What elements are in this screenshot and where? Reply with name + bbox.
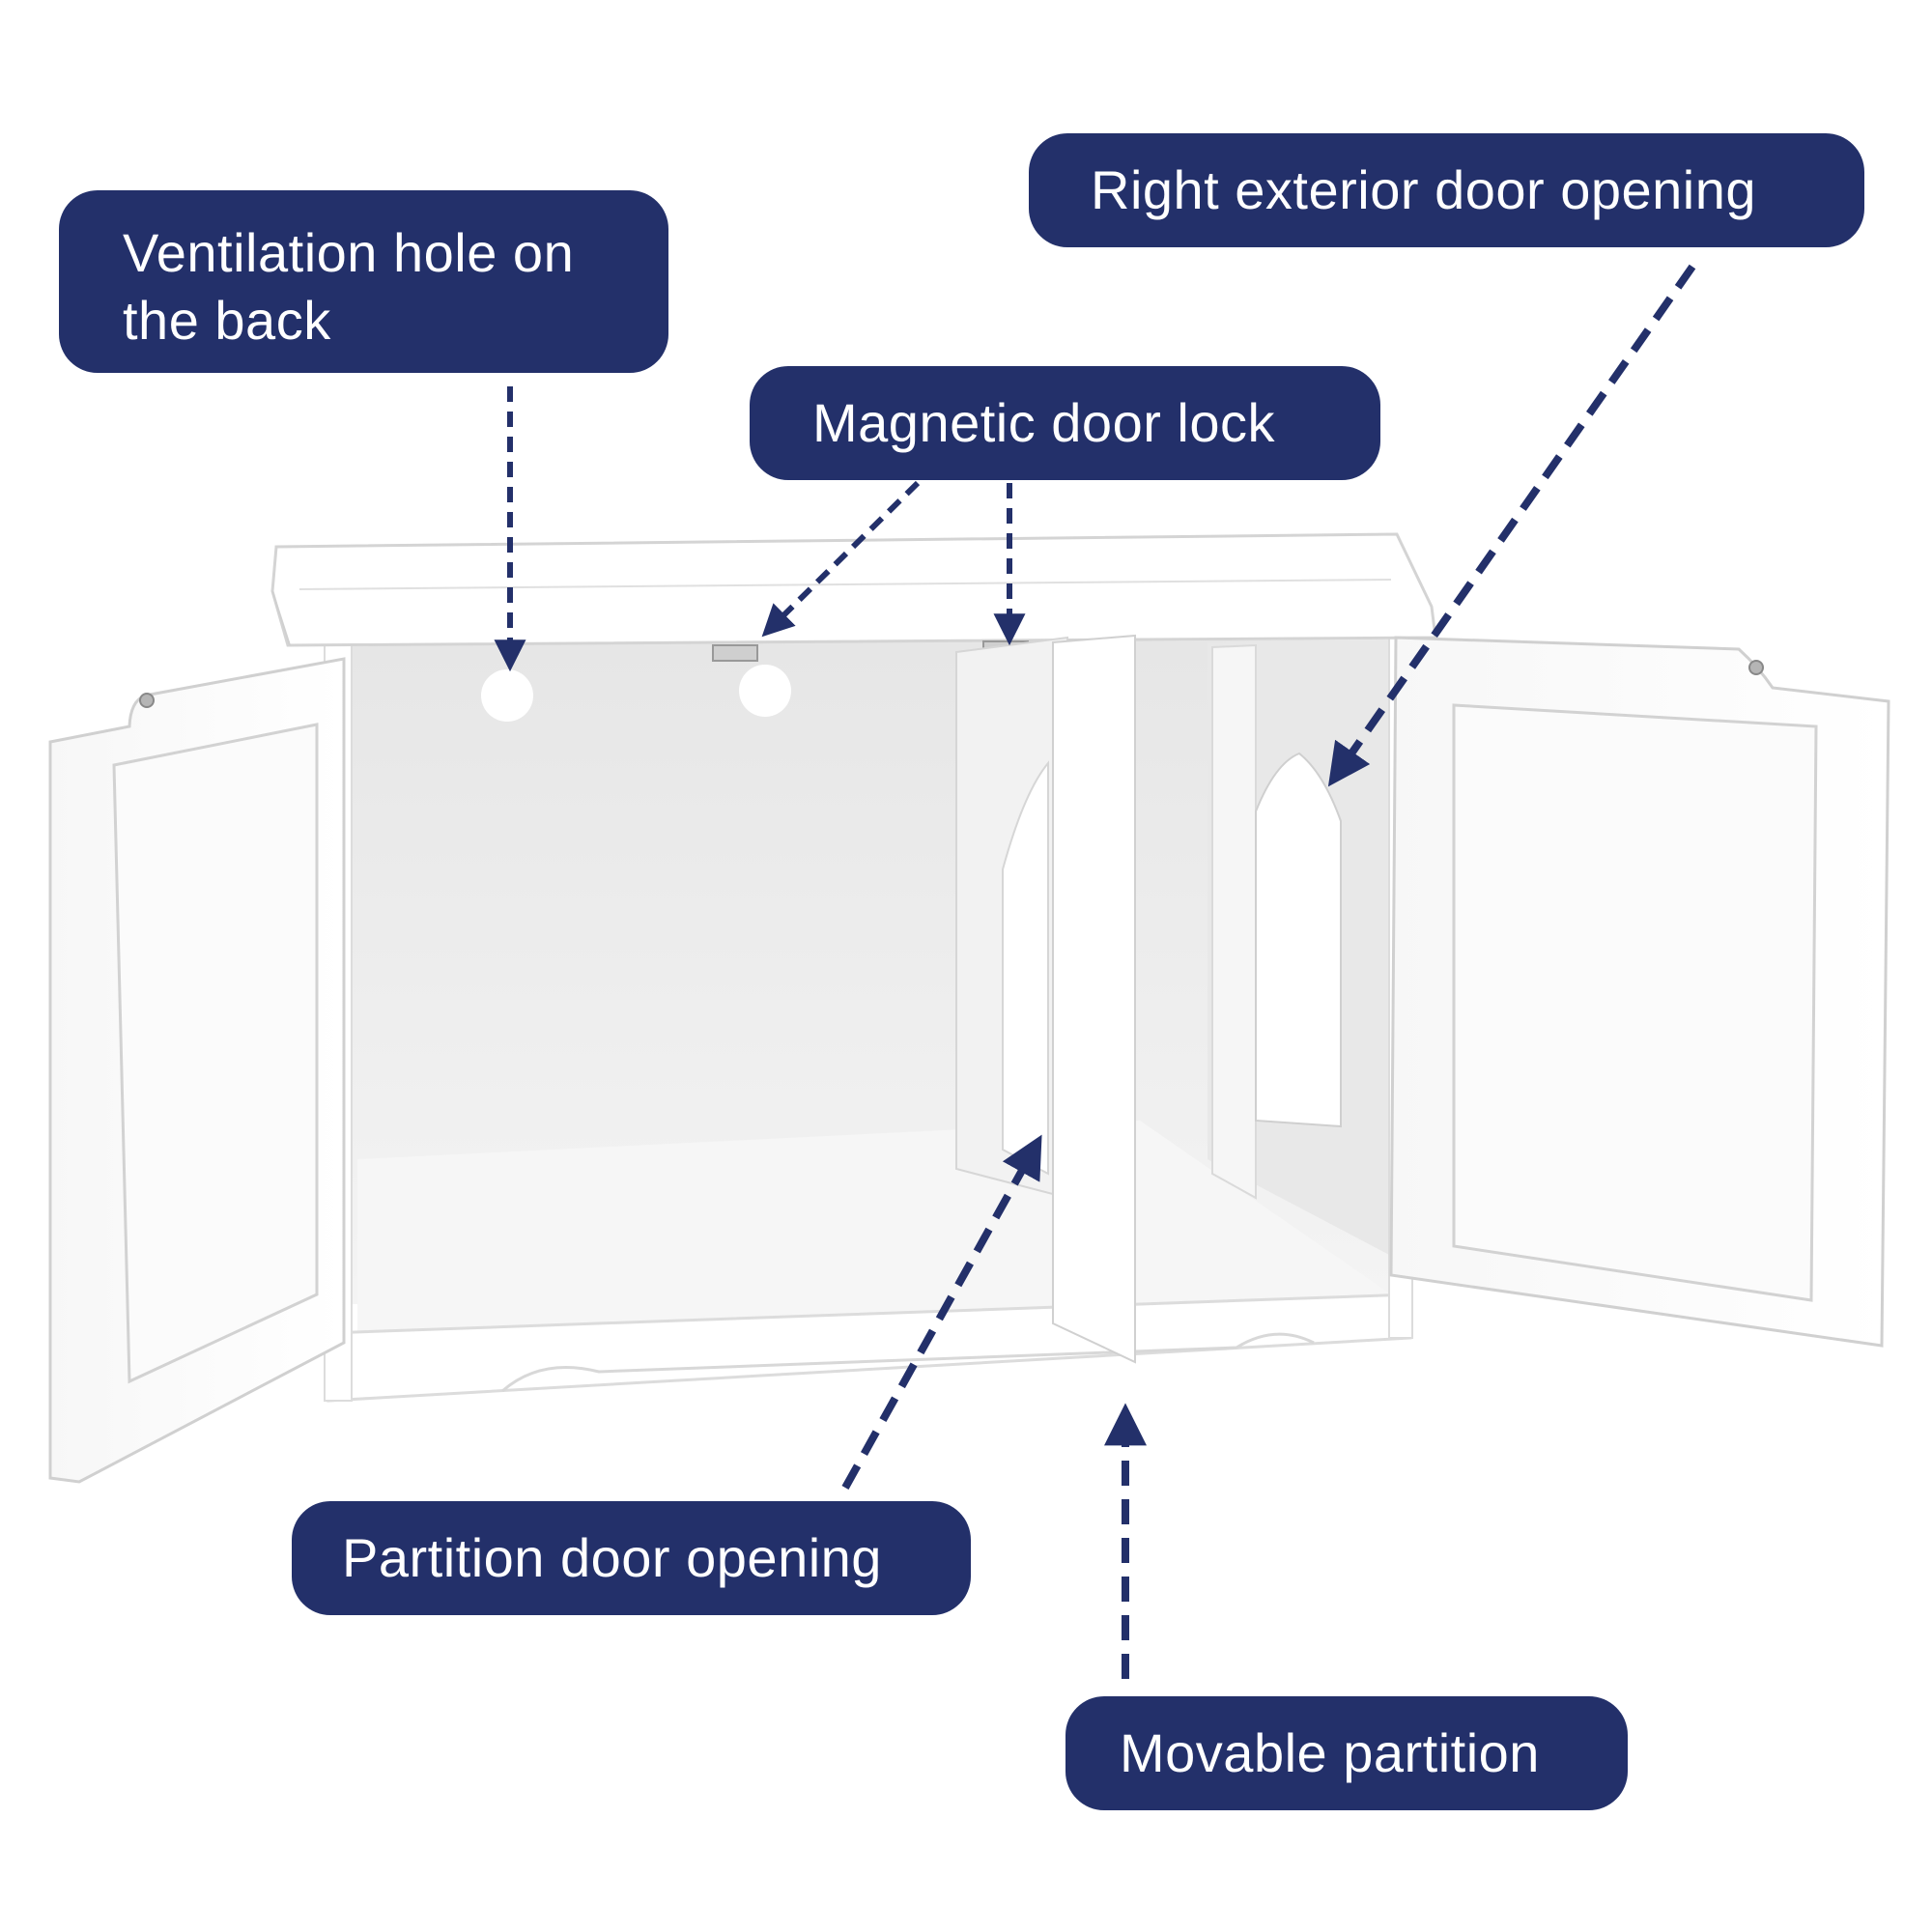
ventilation-label-line1: Ventilation hole on xyxy=(123,222,575,283)
ventilation-hole xyxy=(739,665,791,717)
magnetic-door-lock-label: Magnetic door lock xyxy=(750,366,1380,480)
right-door xyxy=(1389,636,1890,1348)
right-door-arrow-icon xyxy=(1327,264,1696,787)
right-door-opening xyxy=(1255,752,1342,1128)
movable-partition-label: Movable partition xyxy=(1065,1696,1628,1810)
partition-door-arrow-icon xyxy=(841,1134,1042,1490)
door-latch-icon xyxy=(1748,660,1764,675)
partition-door-label-text: Partition door opening xyxy=(342,1527,882,1588)
right-exterior-door-label: Right exterior door opening xyxy=(1029,133,1864,247)
left-door xyxy=(48,657,346,1484)
partition-board xyxy=(1052,634,1136,1364)
cabinet-top xyxy=(270,532,1437,647)
movable-partition-label-text: Movable partition xyxy=(1120,1722,1540,1783)
ventilation-label-line2: the back xyxy=(123,290,331,351)
partition-door-opening-label: Partition door opening xyxy=(292,1501,971,1615)
ventilation-hole-label: Ventilation hole on the back xyxy=(59,190,668,373)
magnetic-catch xyxy=(712,644,758,662)
cabinet xyxy=(48,532,1890,1484)
arrows xyxy=(494,264,1696,1679)
ventilation-hole xyxy=(481,669,533,722)
magnetic-arrow-icon xyxy=(761,480,921,638)
partition-door-opening xyxy=(1002,760,1049,1176)
right-door-label-text: Right exterior door opening xyxy=(1091,159,1757,220)
magnetic-label-text: Magnetic door lock xyxy=(812,392,1276,453)
door-latch-icon xyxy=(139,693,155,708)
